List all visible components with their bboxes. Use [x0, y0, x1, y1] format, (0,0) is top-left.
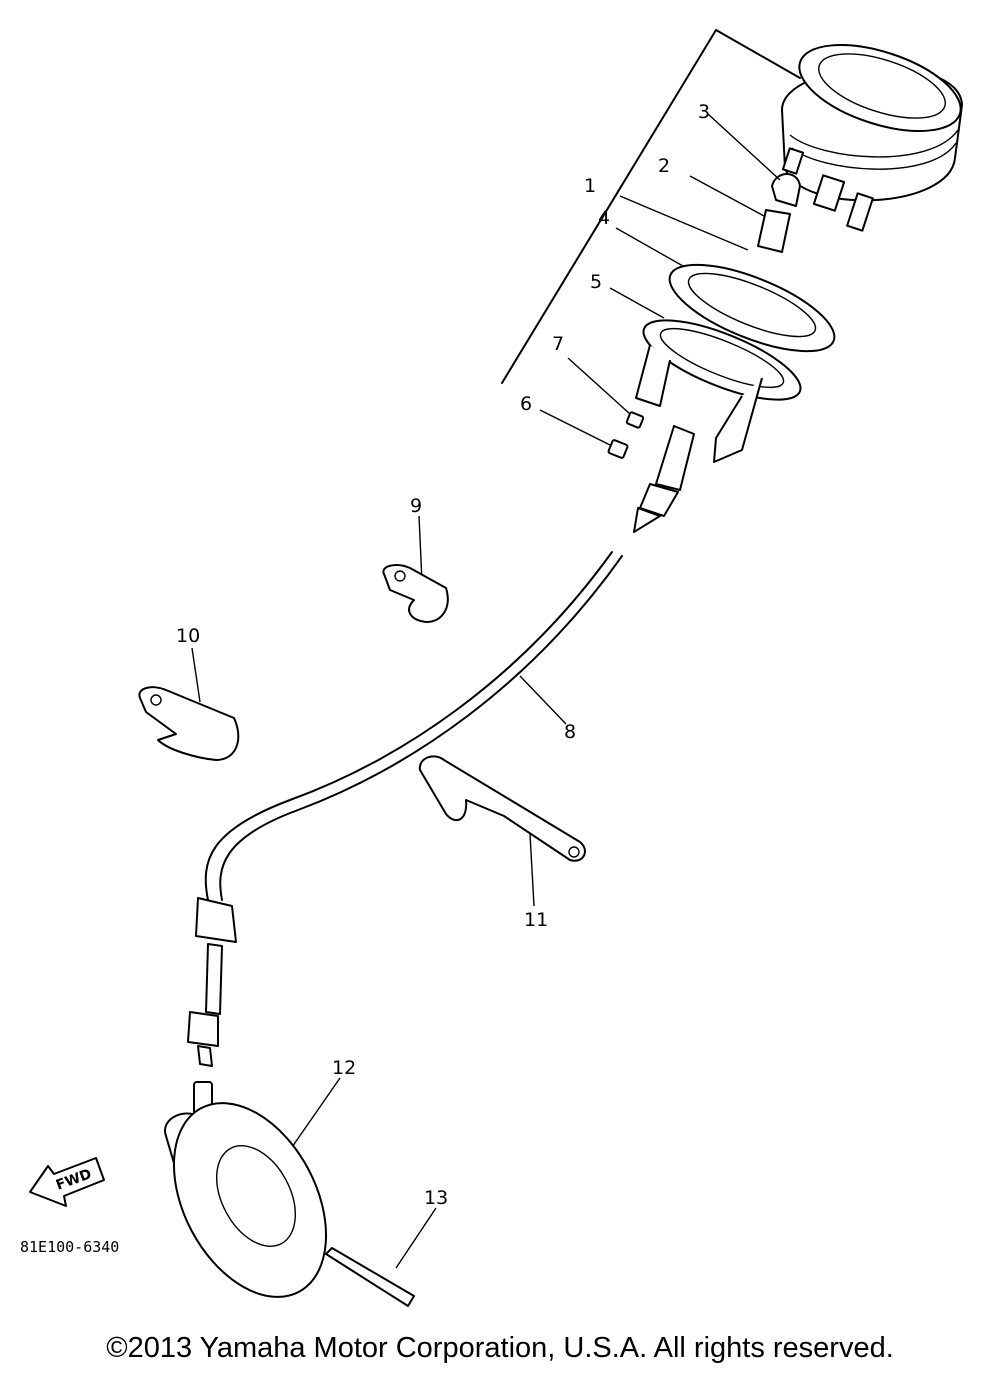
callout-7: 7 [552, 333, 564, 355]
callout-1: 1 [584, 175, 596, 197]
callout-11: 11 [524, 909, 548, 931]
callout-labels: 1 2 3 4 5 6 7 8 9 10 11 12 13 [176, 101, 710, 1209]
callout-8: 8 [564, 721, 576, 743]
callout-12: 12 [332, 1057, 356, 1079]
pin-13 [325, 1247, 415, 1307]
callout-13: 13 [424, 1187, 448, 1209]
bracket-11 [418, 755, 586, 862]
gear-unit-12 [164, 1081, 328, 1298]
assembly-bracket [501, 29, 801, 384]
leader-lines [191, 113, 781, 1269]
meter-cable [187, 551, 623, 1067]
clamp-10 [138, 686, 240, 761]
meter-assembly [781, 44, 963, 232]
gasket-and-ring [635, 263, 836, 463]
callout-5: 5 [590, 271, 602, 293]
copyright-notice: ©2013 Yamaha Motor Corporation, U.S.A. A… [106, 1332, 894, 1364]
callout-9: 9 [410, 495, 422, 517]
fwd-arrow-icon: FWD [29, 1157, 105, 1207]
callout-2: 2 [658, 155, 670, 177]
cable-upper-fitting [633, 425, 695, 533]
parts-diagram: FWD 81E100-6340 1 2 3 4 5 6 7 8 9 10 11 … [20, 29, 963, 1307]
callout-4: 4 [598, 207, 610, 229]
callout-3: 3 [698, 101, 710, 123]
diagram-code: 81E100-6340 [20, 1238, 119, 1256]
callout-6: 6 [520, 393, 532, 415]
bulb-and-socket [757, 173, 801, 253]
callout-10: 10 [176, 625, 200, 647]
nuts [607, 411, 645, 459]
clamp-9 [382, 564, 449, 623]
